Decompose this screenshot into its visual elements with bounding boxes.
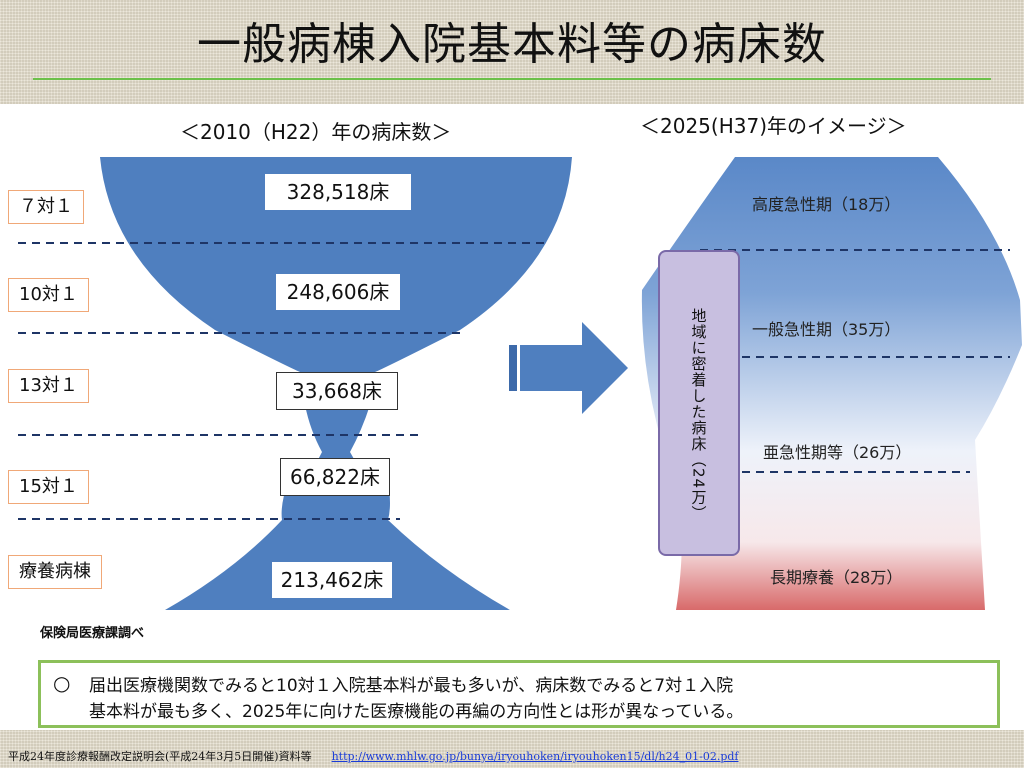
count-13to1: 33,668床 xyxy=(276,372,398,410)
right-heading: ＜2025(H37)年のイメージ＞ xyxy=(640,114,907,138)
count-ryoyo: 213,462床 xyxy=(272,562,392,598)
label-15to1: 15対１ xyxy=(8,470,89,504)
source-note: 保険局医療課調べ xyxy=(40,626,145,641)
phase-subacute: 亜急性期等（26万） xyxy=(763,443,912,462)
count-15to1: 66,822床 xyxy=(280,458,390,496)
summary-line-2: 基本料が最も多く、2025年に向けた医療機能の再編の方向性とは形が異なっている。 xyxy=(89,702,744,722)
summary-line-1: 届出医療機関数でみると10対１入院基本料が最も多いが、病床数でみると7対１入院 xyxy=(89,676,734,696)
count-10to1: 248,606床 xyxy=(276,274,400,310)
community-beds-label: 地域に密着した病床（24万） xyxy=(689,308,708,522)
title-underline xyxy=(33,78,991,80)
left-heading: ＜2010（H22）年の病床数＞ xyxy=(180,120,452,144)
label-13to1: 13対１ xyxy=(8,369,89,403)
base-shape xyxy=(165,482,510,610)
right-separators xyxy=(700,249,1010,473)
left-separators xyxy=(18,242,545,520)
summary-bullet: ○ xyxy=(53,671,71,695)
phase-advanced-acute: 高度急性期（18万） xyxy=(752,195,901,214)
footer-text: 平成24年度診療報酬改定説明会(平成24年3月5日開催)資料等 xyxy=(8,750,312,763)
slide-title: 一般病棟入院基本料等の病床数 xyxy=(197,19,827,70)
label-ryoyo: 療養病棟 xyxy=(8,555,102,589)
arrow-icon xyxy=(509,322,628,414)
footer-link[interactable]: http://www.mhlw.go.jp/bunya/iryouhoken/i… xyxy=(331,750,739,763)
count-7to1: 328,518床 xyxy=(265,174,411,210)
summary-box: ○ 届出医療機関数でみると10対１入院基本料が最も多いが、病床数でみると7対１入… xyxy=(38,660,1000,728)
phase-general-acute: 一般急性期（35万） xyxy=(752,320,901,339)
label-7to1: ７対１ xyxy=(8,190,84,224)
community-beds-box: 地域に密着した病床（24万） xyxy=(658,250,740,556)
footer: 平成24年度診療報酬改定説明会(平成24年3月5日開催)資料等 http://ww… xyxy=(8,748,739,764)
phase-long-term: 長期療養（28万） xyxy=(770,568,903,587)
label-10to1: 10対１ xyxy=(8,278,89,312)
